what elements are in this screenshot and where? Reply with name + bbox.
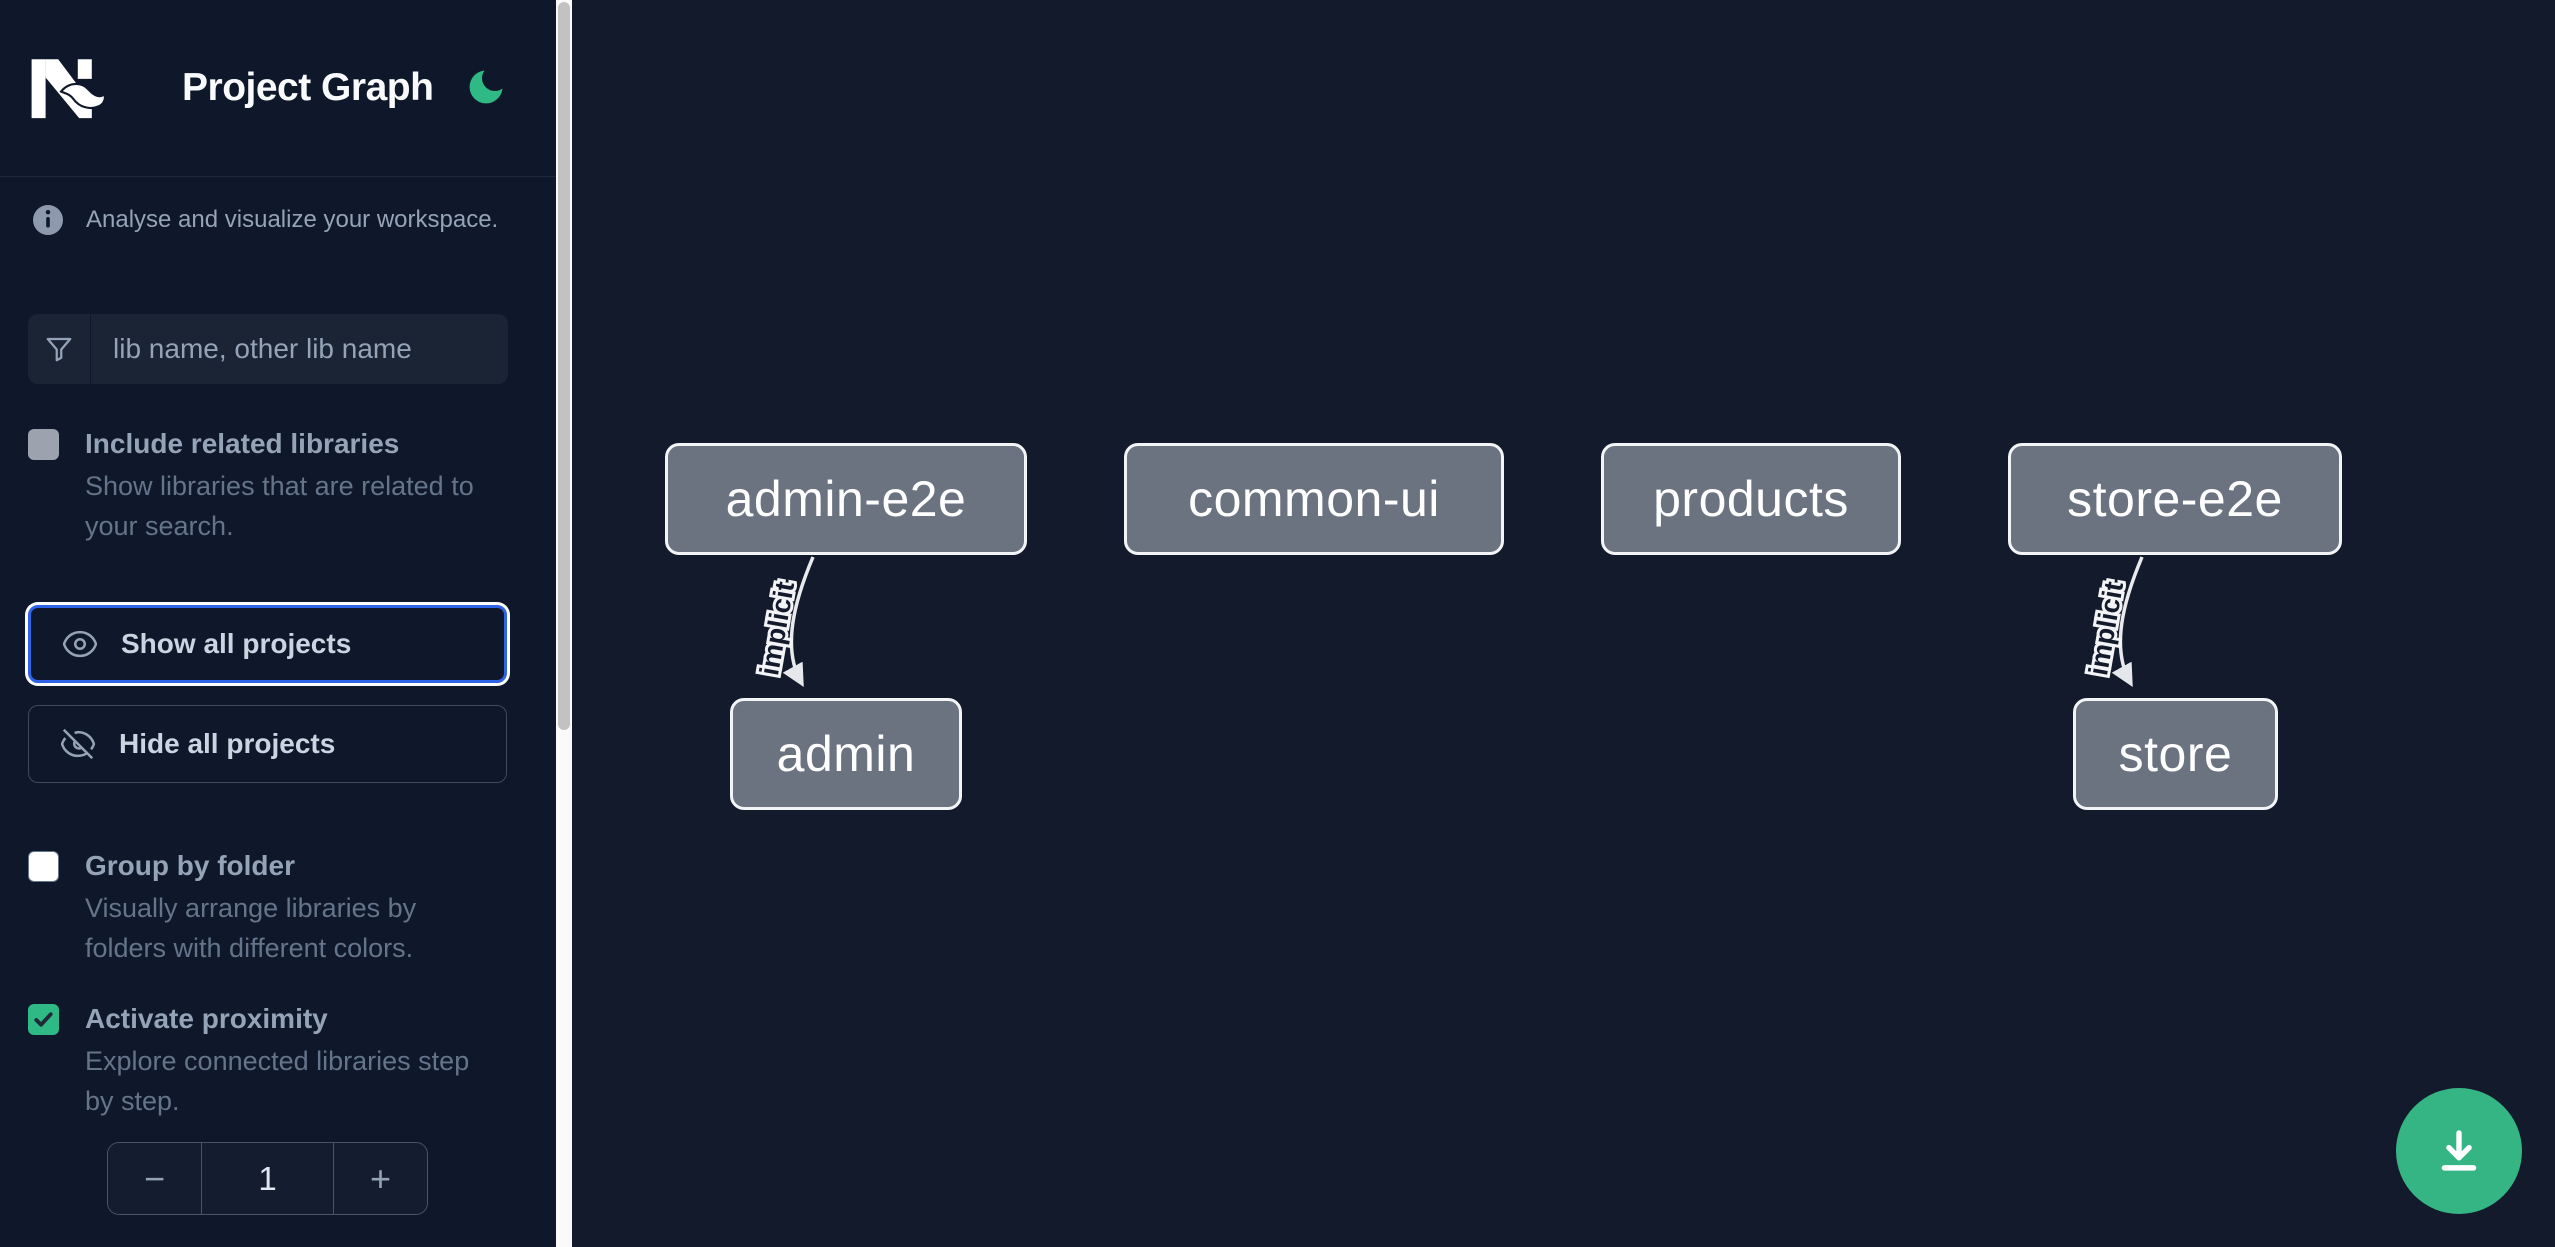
download-icon (2441, 1130, 2477, 1171)
sidebar-scrollbar-thumb[interactable] (558, 2, 570, 730)
option-activate-proximity[interactable]: Activate proximity Explore connected lib… (28, 1001, 488, 1121)
show-all-projects-label: Show all projects (121, 628, 352, 659)
option-description: Visually arrange libraries by folders wi… (85, 893, 417, 963)
page-title: Project Graph (182, 66, 434, 109)
node-store-e2e[interactable]: store-e2e (2008, 443, 2342, 555)
decrement-button[interactable]: − (108, 1143, 201, 1214)
graph-canvas[interactable]: implicit implicit admin-e2e common-ui pr… (572, 0, 2555, 1247)
info-text: Analyse and visualize your workspace. (86, 206, 499, 233)
option-label: Include related libraries (85, 428, 400, 459)
edge-admin-e2e-to-admin[interactable] (782, 556, 815, 687)
nx-logo (31, 59, 106, 119)
checkbox-activate-proximity[interactable] (28, 1004, 59, 1035)
filter-icon-box (28, 314, 91, 384)
sidebar: Project Graph Analyse and visualize your… (0, 0, 556, 1247)
node-products[interactable]: products (1601, 443, 1901, 555)
workspace-info: Analyse and visualize your workspace. (30, 202, 530, 238)
sidebar-scrollbar-track[interactable] (556, 0, 572, 1247)
option-label: Activate proximity (85, 1003, 328, 1034)
search-input[interactable] (91, 314, 508, 384)
option-include-related-libraries[interactable]: Include related libraries Show libraries… (28, 426, 488, 546)
filter-input-group (28, 314, 508, 384)
proximity-depth-stepper: − 1 + (107, 1142, 428, 1215)
show-all-projects-button[interactable]: Show all projects (28, 605, 507, 683)
hide-all-projects-label: Hide all projects (119, 728, 336, 759)
eye-icon (62, 630, 98, 658)
eye-off-icon (60, 728, 96, 760)
option-description: Explore connected libraries step by step… (85, 1046, 470, 1116)
option-label: Group by folder (85, 850, 295, 881)
node-admin[interactable]: admin (730, 698, 962, 810)
sidebar-header: Project Graph (0, 0, 556, 177)
funnel-icon (46, 337, 72, 362)
moon-icon (469, 70, 503, 103)
theme-toggle-button[interactable] (462, 64, 510, 112)
option-group-by-folder[interactable]: Group by folder Visually arrange librari… (28, 848, 488, 968)
check-icon (34, 1012, 53, 1027)
proximity-depth-value: 1 (201, 1143, 334, 1214)
info-icon (33, 205, 63, 235)
checkbox-group-by-folder[interactable] (28, 851, 59, 882)
node-admin-e2e[interactable]: admin-e2e (665, 443, 1027, 555)
checkbox-include-related[interactable] (28, 429, 59, 460)
graph-edges-layer: implicit implicit (751, 556, 2144, 687)
increment-button[interactable]: + (334, 1143, 427, 1214)
node-store[interactable]: store (2073, 698, 2278, 810)
hide-all-projects-button[interactable]: Hide all projects (28, 705, 507, 783)
option-description: Show libraries that are related to your … (85, 471, 474, 541)
node-common-ui[interactable]: common-ui (1124, 443, 1504, 555)
download-graph-button[interactable] (2396, 1088, 2522, 1214)
edge-store-e2e-to-store[interactable] (2111, 556, 2144, 687)
